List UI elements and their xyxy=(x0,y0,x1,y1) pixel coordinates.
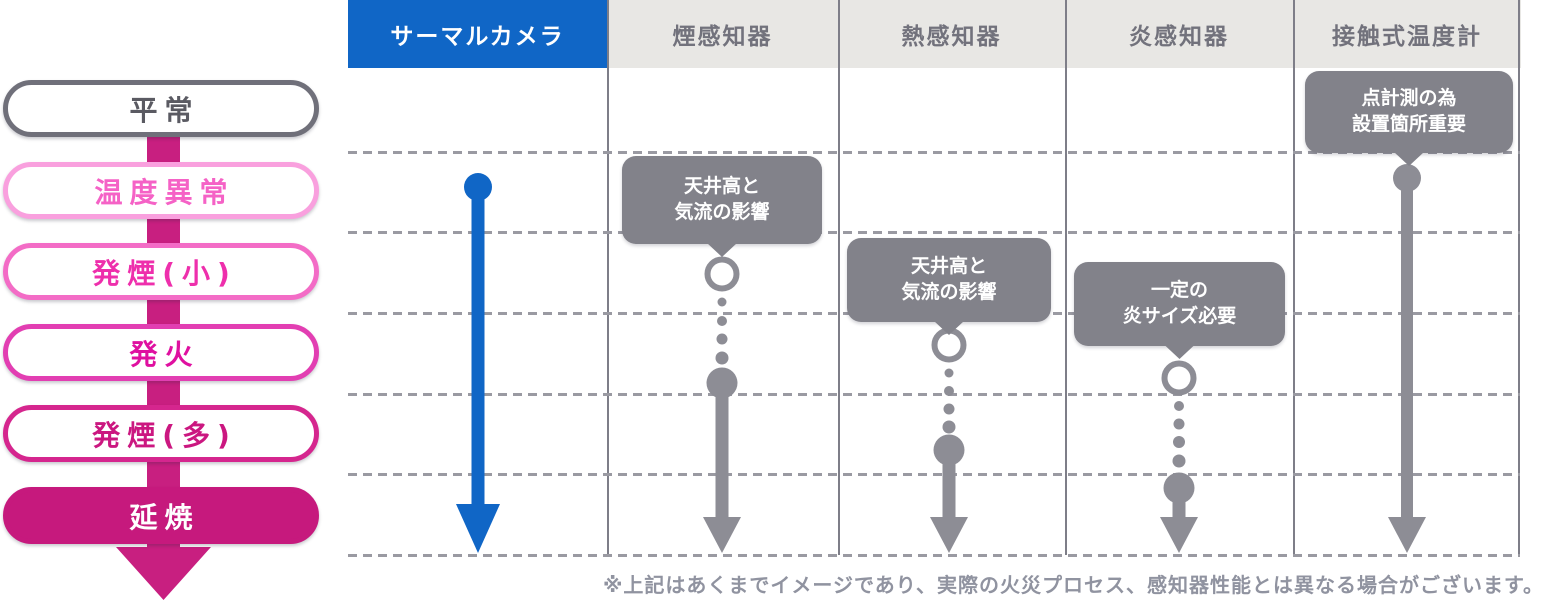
column-header-label: サーマルカメラ xyxy=(390,24,565,50)
smoke-detector-arrow xyxy=(703,256,741,553)
disclaimer-text: ※上記はあくまでイメージであり、実際の火災プロセス、感知器性能とは異なる場合がご… xyxy=(602,573,1544,597)
stage-pill-smoke-large: 発煙(多) xyxy=(3,405,319,462)
stage-pill-ignition: 発火 xyxy=(3,324,319,381)
column-divider xyxy=(1065,0,1067,555)
dot xyxy=(942,420,956,434)
arrow-head-icon xyxy=(930,517,968,553)
column-header-label: 接触式温度計 xyxy=(1332,24,1482,50)
dot xyxy=(1173,436,1185,448)
note-line: 炎サイズ必要 xyxy=(1122,305,1237,327)
contact-thermometer-arrow xyxy=(1388,164,1426,553)
column-divider xyxy=(607,0,609,555)
column-header-label: 煙感知器 xyxy=(672,24,773,50)
column-divider xyxy=(838,0,840,555)
arrow-head-icon xyxy=(703,517,741,553)
note-line: 点計測の為 xyxy=(1361,87,1457,110)
dot xyxy=(1173,418,1185,430)
note-line: 天井高と xyxy=(910,255,987,278)
stage-pill-normal: 平常 xyxy=(3,80,319,137)
column-header-heat-detector: 熱感知器 xyxy=(838,0,1065,68)
arrow-head-icon xyxy=(1388,517,1426,553)
note-line: 一定の xyxy=(1150,279,1208,302)
flame-detector-arrow xyxy=(1160,360,1198,553)
dot xyxy=(944,368,954,378)
stage-gridline xyxy=(348,151,1520,154)
arrow-shaft xyxy=(471,187,485,512)
heat-detector-arrow xyxy=(930,327,968,553)
column-header-smoke-detector: 煙感知器 xyxy=(607,0,838,68)
column-header-label: 炎感知器 xyxy=(1129,24,1229,50)
stage-label: 延焼 xyxy=(129,500,200,534)
stage-label: 発火 xyxy=(129,337,200,371)
note-bubble-smoke-detector: 天井高と 気流の影響 xyxy=(622,156,822,257)
dot xyxy=(944,386,954,396)
dot xyxy=(717,297,727,307)
dot xyxy=(717,316,727,326)
stage-label: 発煙(多) xyxy=(92,418,237,452)
uncertain-start-ring xyxy=(704,256,740,292)
note-bubble-heat-detector: 天井高と 気流の影響 xyxy=(847,238,1051,335)
note-bubble-contact-thermometer: 点計測の為 設置箇所重要 xyxy=(1305,71,1513,166)
arrow-head-icon xyxy=(456,504,500,553)
stage-pill-smoke-small: 発煙(小) xyxy=(3,243,319,300)
note-line: 気流の影響 xyxy=(901,281,997,303)
column-header-flame-detector: 炎感知器 xyxy=(1065,0,1293,68)
dot xyxy=(943,403,955,415)
table-bottom-gridline xyxy=(348,554,1520,557)
arrow-head-icon xyxy=(1160,517,1198,553)
note-line: 設置箇所重要 xyxy=(1351,113,1466,135)
thermal-camera-arrow xyxy=(456,173,500,553)
note-line: 気流の影響 xyxy=(674,201,770,223)
stage-gridline xyxy=(348,393,1520,396)
stage-pill-temp-abnormal: 温度異常 xyxy=(3,162,319,219)
note-line: 天井高と xyxy=(683,175,760,198)
column-header-label: 熱感知器 xyxy=(901,24,1002,50)
dot xyxy=(716,333,728,345)
stage-pill-fire-spread: 延焼 xyxy=(3,487,319,544)
column-divider xyxy=(1293,0,1295,555)
stage-gridline xyxy=(348,473,1520,476)
table-right-border xyxy=(1518,0,1520,555)
arrow-shaft xyxy=(715,383,729,524)
uncertain-start-ring xyxy=(1161,360,1197,396)
column-header-contact-thermometer: 接触式温度計 xyxy=(1293,0,1521,68)
column-header-thermal-camera: サーマルカメラ xyxy=(348,0,607,68)
note-bubble-flame-detector: 一定の 炎サイズ必要 xyxy=(1074,262,1285,359)
arrow-shaft xyxy=(942,450,956,524)
dot xyxy=(715,351,729,365)
stage-label: 温度異常 xyxy=(94,175,235,209)
stage-gridline xyxy=(348,231,1520,234)
arrow-shaft xyxy=(1401,178,1413,524)
stage-label: 発煙(小) xyxy=(92,256,237,290)
dot xyxy=(1172,454,1186,468)
stage-label: 平常 xyxy=(129,93,200,127)
arrow-shaft xyxy=(1172,488,1186,524)
dot xyxy=(1174,401,1184,411)
